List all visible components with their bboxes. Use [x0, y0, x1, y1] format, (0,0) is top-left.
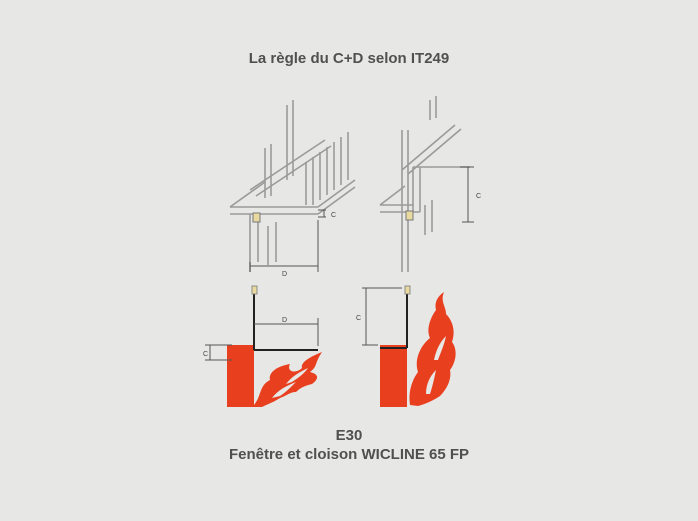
- caption-rating: E30: [335, 427, 363, 444]
- bottom-left-structure: [253, 288, 318, 351]
- dimension-d-bottom: [254, 318, 319, 346]
- flame-right: [409, 292, 456, 406]
- insulation-block-bl: [251, 285, 258, 295]
- caption-product: Fenêtre et cloison WICLINE 65 FP: [228, 446, 470, 463]
- insulation-block-br: [404, 285, 411, 295]
- dimension-c-tall: [460, 166, 474, 223]
- label-d-bottom: D: [282, 317, 287, 324]
- red-wall-right: [380, 345, 407, 407]
- diagram-title: La règle du C+D selon IT249: [248, 50, 450, 67]
- label-c-bottom-right: C: [356, 315, 361, 322]
- dimension-c-bottom: [205, 344, 232, 361]
- bottom-right-structure: [380, 288, 408, 349]
- dimension-c-small: [318, 209, 326, 218]
- dimension-c-bottom-right: [362, 287, 402, 346]
- red-wall-left: [227, 345, 254, 407]
- top-right-diagram: [379, 96, 470, 272]
- insulation-block-right: [405, 210, 414, 221]
- label-c-tall: C: [476, 193, 481, 200]
- label-c-small: C: [331, 212, 336, 219]
- label-c-bottom: C: [203, 351, 208, 358]
- dimension-d-top: [249, 220, 319, 272]
- label-d-top: D: [282, 271, 287, 278]
- top-left-diagram: [229, 100, 356, 272]
- insulation-block: [252, 212, 261, 223]
- diagram-caption: E30 Fenêtre et cloison WICLINE 65 FP: [0, 426, 698, 464]
- flame-left: [252, 352, 322, 407]
